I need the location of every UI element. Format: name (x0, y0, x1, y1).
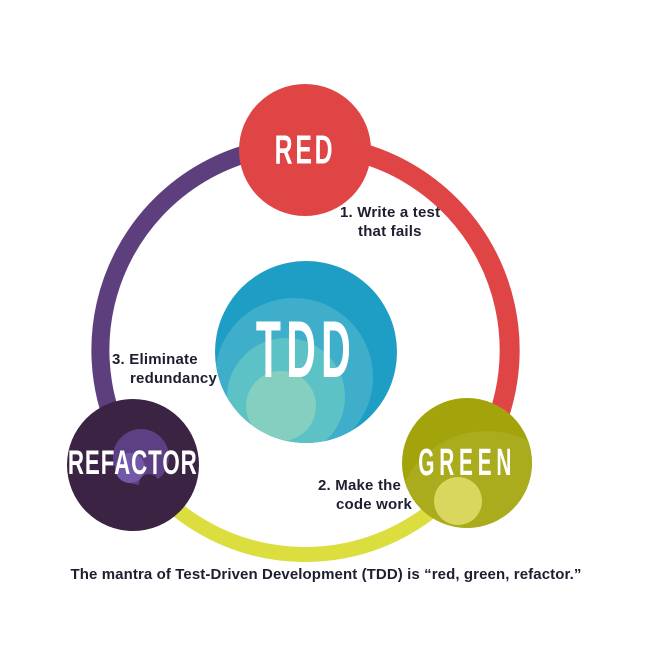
green-circle-overlay-1 (402, 431, 532, 528)
step-1-line-1: 1. Write a test (340, 204, 441, 221)
step-2-line-1: 2. Make the (318, 477, 402, 494)
step-2-annotation: 2. Make the code work (318, 476, 412, 514)
tdd-circle-overlay-3 (246, 371, 316, 441)
green-circle-overlay-2 (434, 477, 482, 525)
step-2-line-2: code work (336, 496, 412, 513)
green-node (402, 398, 532, 528)
step-3-line-2: redundancy (130, 370, 218, 387)
step-3-annotation: 3. Eliminate redundancy (112, 350, 217, 388)
diagram-caption: The mantra of Test-Driven Development (T… (70, 566, 582, 583)
step-1-annotation: 1. Write a test that fails (340, 203, 440, 241)
refactor-node (67, 399, 199, 531)
tdd-center-node (215, 261, 397, 443)
red-node-circle (239, 84, 371, 216)
step-1-line-2: that fails (358, 223, 422, 240)
refactor-circle-overlay-2 (115, 453, 145, 483)
step-3-line-1: 3. Eliminate (112, 351, 198, 368)
refactor-circle-dot (139, 474, 159, 494)
